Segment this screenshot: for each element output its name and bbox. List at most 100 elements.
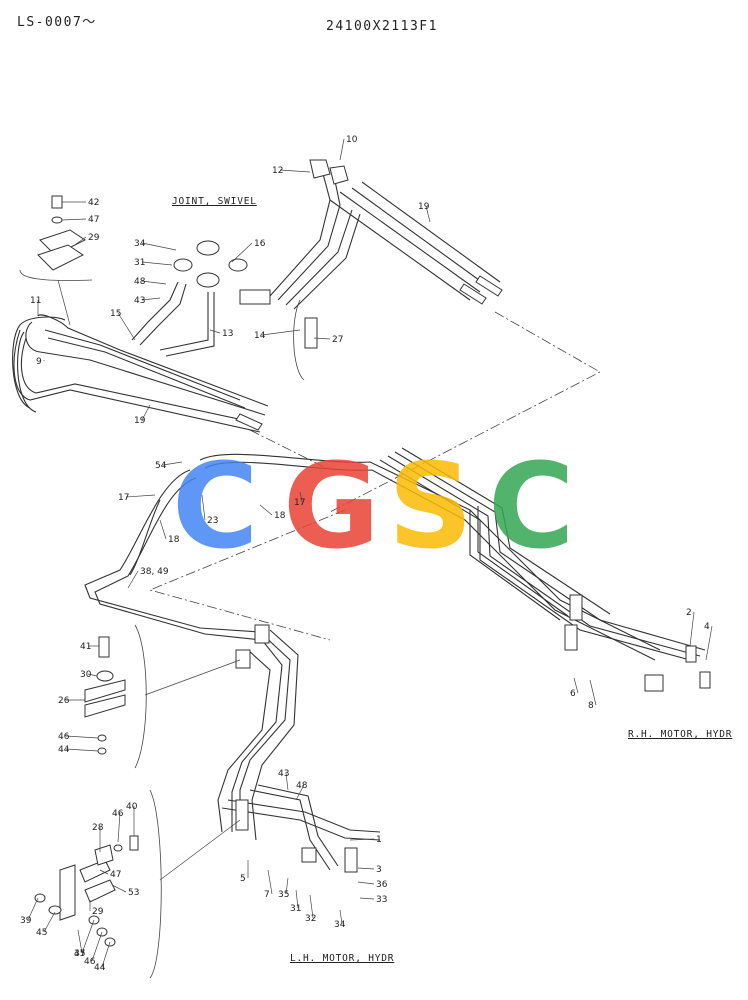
callout-leader-line: [589, 679, 597, 706]
callout-number: 48: [296, 781, 308, 791]
callout-number: 39: [20, 916, 32, 926]
callout-number: 43: [278, 769, 289, 779]
callout-number: 10: [346, 135, 358, 145]
callout-number: 53: [128, 888, 139, 898]
watermark-letter-g: G: [283, 437, 380, 575]
callout-leader-line: [357, 867, 375, 870]
callout-leader-line: [117, 812, 121, 843]
callout-leader-line: [295, 784, 305, 801]
callout-number: 47: [110, 870, 121, 880]
pipe-bundle-lh: [84, 469, 381, 873]
callout-leader-line: [65, 748, 99, 752]
callout-leader-line: [261, 329, 301, 336]
callout-number: 27: [332, 335, 343, 345]
callout-leader-line: [117, 312, 136, 341]
callout-number: 11: [30, 296, 41, 306]
callout-leader-line: [141, 261, 173, 266]
callout-leader-line: [43, 911, 56, 933]
callout-leader-line: [285, 772, 289, 791]
callout-number: 12: [272, 166, 283, 176]
callout-number: 44: [94, 963, 106, 973]
callout-number: 3: [376, 865, 382, 875]
callout-number: 19: [418, 202, 430, 212]
watermark-cgsc: C G S C: [172, 437, 575, 575]
callout-number: 36: [376, 880, 388, 890]
callout-leader-line: [267, 869, 273, 895]
callout-number: 41: [80, 642, 91, 652]
watermark-letter-c1: C: [172, 437, 259, 575]
callout-number: 44: [58, 745, 70, 755]
callout-number: 6: [570, 689, 576, 699]
callout-leader-line: [125, 494, 156, 498]
callout-leader-line: [339, 138, 345, 161]
callout-number: 15: [110, 309, 121, 319]
callout-leader-line: [705, 625, 713, 661]
callout-number: 17: [118, 493, 129, 503]
hose-bundle-upper: [12, 314, 269, 433]
callout-leader-line: [141, 297, 161, 301]
callout-number: 34: [134, 239, 146, 249]
callout-leader-line: [87, 673, 98, 677]
callout-leader-line: [27, 897, 39, 921]
callout-number: 17: [294, 498, 305, 508]
callout-number: 29: [88, 233, 100, 243]
callout-leader-line: [77, 929, 83, 954]
callout-number: 40: [126, 802, 138, 812]
callout-leader-line: [91, 931, 103, 962]
callout-leader-line: [127, 570, 139, 589]
callout-leader-line: [285, 877, 289, 895]
callout-leader-line: [573, 677, 579, 694]
callout-number: 19: [134, 416, 146, 426]
callout-leader-line: [61, 218, 87, 221]
pipe-bundle-rh: [199, 447, 711, 692]
callout-number: 46: [58, 732, 70, 742]
callout-number: 38, 49: [140, 567, 169, 577]
callout-number: 18: [168, 535, 180, 545]
callout-number: 42: [88, 198, 99, 208]
callout-number: 48: [134, 277, 146, 287]
swivel-joint-parts: [173, 240, 318, 381]
callout-number: 13: [222, 329, 233, 339]
callout-leader-line: [689, 611, 695, 647]
clamp-detail-top-left: [19, 195, 93, 326]
callout-leader-line: [201, 494, 206, 521]
callout-number: 9: [36, 357, 42, 367]
watermark-letter-c2: C: [488, 437, 575, 575]
callout-number: 46: [112, 809, 124, 819]
callout-leader-line: [141, 242, 177, 251]
callout-number: 31: [290, 904, 301, 914]
clamp-detail-bottom-left: [34, 789, 241, 979]
callout-number: 47: [88, 215, 99, 225]
callout-leader-line: [101, 941, 111, 968]
callout-leader-line: [81, 919, 95, 954]
callout-leader-line: [75, 236, 87, 245]
callout-leader-line: [313, 337, 331, 340]
reference-lines: [148, 311, 601, 641]
clamp-detail-mid-left: [84, 624, 241, 769]
callout-number: 54: [155, 461, 167, 471]
callout-number: 34: [334, 920, 346, 930]
callout-leader-line: [141, 404, 151, 421]
callout-leader-line: [111, 884, 127, 893]
callout-number: 37: [74, 949, 85, 959]
callout-number: 1: [376, 835, 382, 845]
callout-leader-line: [209, 329, 221, 334]
callout-leader-line: [159, 519, 167, 540]
callout-number: 16: [254, 239, 266, 249]
section-label-joint-swivel: JOINT, SWIVEL: [172, 196, 257, 207]
callout-number: 45: [36, 928, 47, 938]
callout-leader-line: [279, 169, 311, 173]
callout-number: 8: [588, 701, 594, 711]
hose-bundle-swivel: [131, 159, 503, 431]
callout-number: 32: [305, 914, 316, 924]
callout-number: 7: [264, 890, 270, 900]
callout-leader-line: [349, 838, 375, 841]
callout-number: 2: [686, 608, 692, 618]
callout-leader-line: [425, 205, 431, 223]
callout-number: 33: [376, 895, 387, 905]
callout-number: 45: [74, 949, 85, 959]
callout-leader-line: [65, 735, 99, 739]
